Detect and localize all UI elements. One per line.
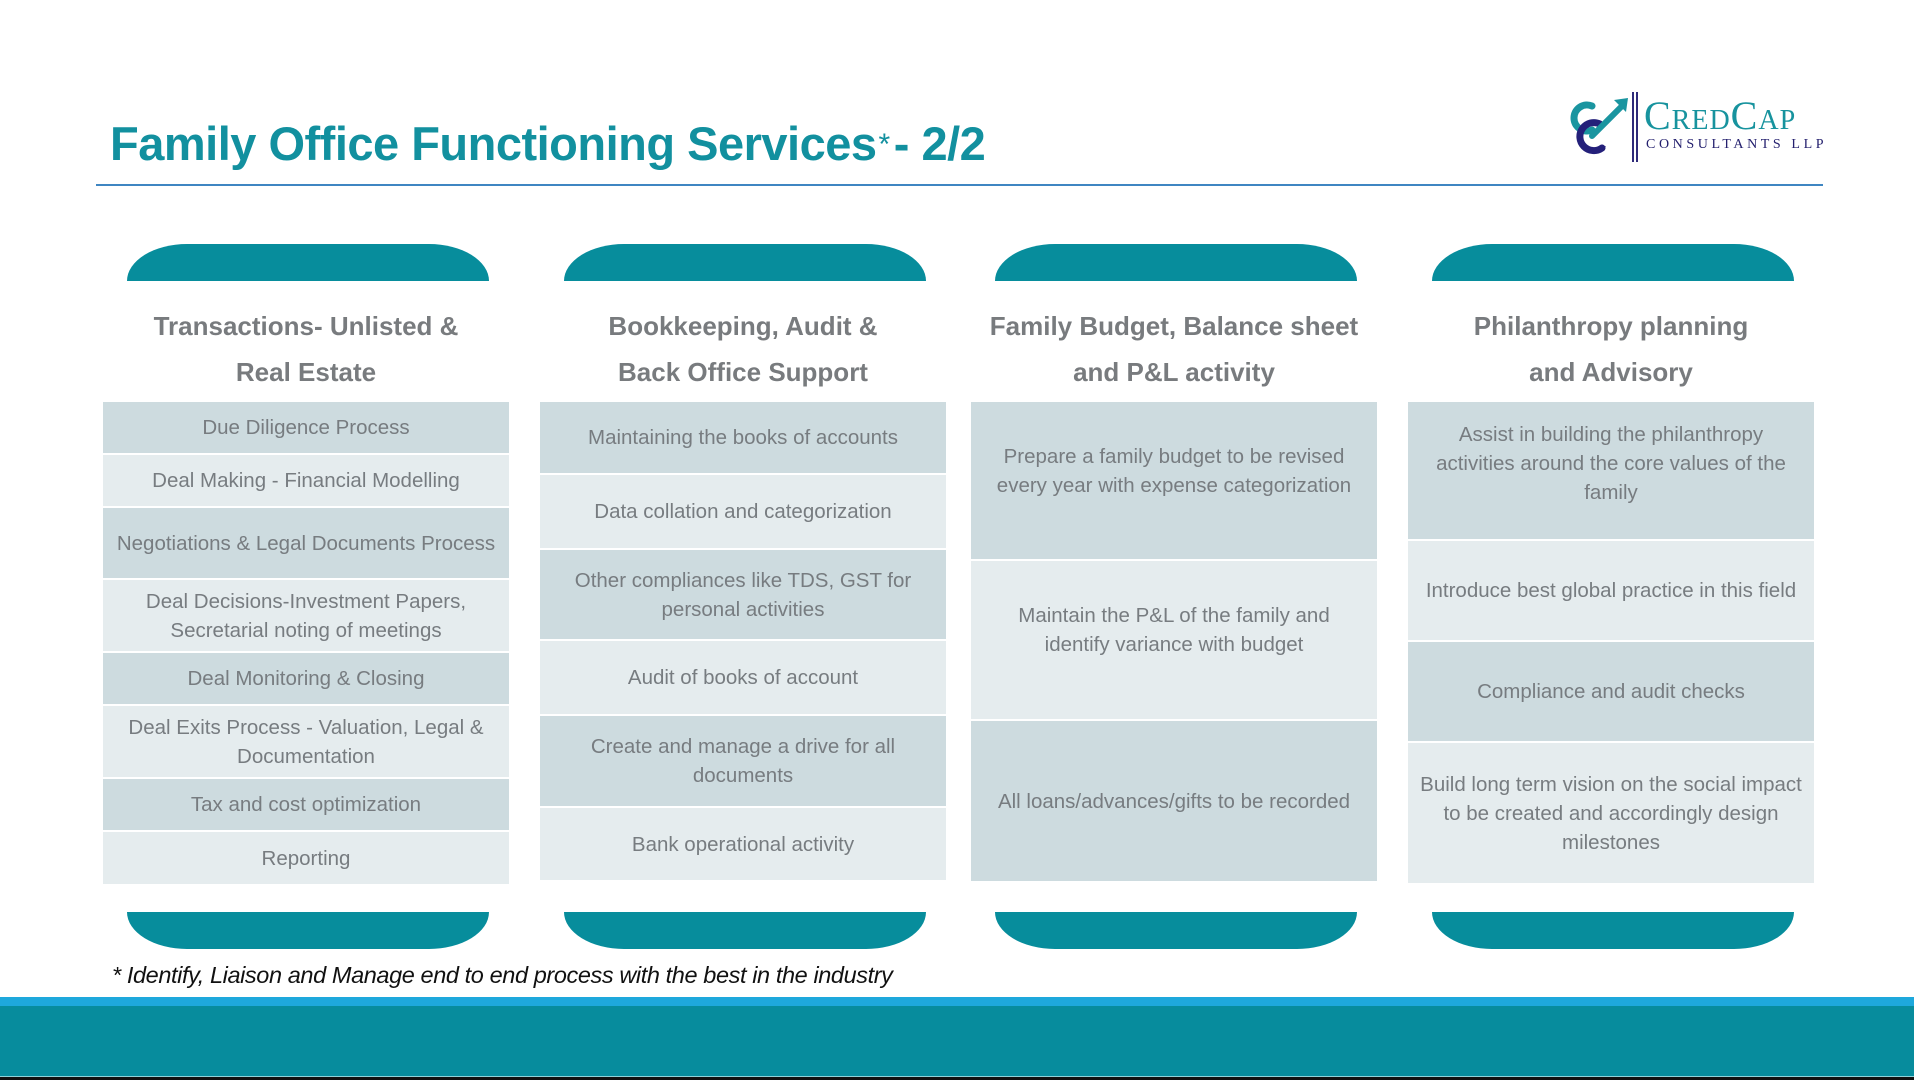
column-top-cap xyxy=(995,244,1357,281)
slide-title: Family Office Functioning Services*- 2/2 xyxy=(110,116,986,171)
list-item: Reporting xyxy=(103,832,509,884)
list-item: Deal Making - Financial Modelling xyxy=(103,455,509,506)
column-heading-line: Family Budget, Balance sheet xyxy=(989,311,1359,341)
list-item: Create and manage a drive for all docume… xyxy=(540,716,946,806)
list-item: Maintaining the books of accounts xyxy=(540,402,946,473)
column-bottom-cap xyxy=(127,912,489,949)
column-heading-line: Philanthropy planning xyxy=(1473,311,1749,341)
list-item: Tax and cost optimization xyxy=(103,779,509,830)
column-bottom-cap xyxy=(995,912,1357,949)
list-item: Prepare a family budget to be revised ev… xyxy=(971,402,1377,559)
column-bottom-cap xyxy=(1432,912,1794,949)
column-heading-line: Bookkeeping, Audit & xyxy=(608,311,878,341)
column-heading-line: and P&L activity xyxy=(1073,357,1275,387)
list-item: Bank operational activity xyxy=(540,808,946,880)
column-heading-line: Real Estate xyxy=(235,357,377,387)
footer-edge xyxy=(0,1076,1914,1077)
list-item: Assist in building the philanthropy acti… xyxy=(1408,402,1814,539)
column-heading-line: Transactions- Unlisted & xyxy=(153,311,459,341)
title-underline xyxy=(96,184,1823,186)
column-heading-line: Back Office Support xyxy=(618,357,868,387)
list-item: Due Diligence Process xyxy=(103,402,509,453)
list-item: Introduce best global practice in this f… xyxy=(1408,541,1814,640)
column-bottom-cap xyxy=(564,912,926,949)
column-top-cap xyxy=(1432,244,1794,281)
credcap-logo-mark-icon xyxy=(1570,98,1628,155)
list-item: Other compliances like TDS, GST for pers… xyxy=(540,550,946,639)
column-top-cap xyxy=(127,244,489,281)
list-item: Build long term vision on the social imp… xyxy=(1408,743,1814,883)
list-item: Compliance and audit checks xyxy=(1408,642,1814,741)
list-item: Maintain the P&L of the family and ident… xyxy=(971,561,1377,719)
column-heading: Family Budget, Balance sheet and P&L act… xyxy=(971,303,1377,395)
list-item: Deal Exits Process - Valuation, Legal & … xyxy=(103,706,509,777)
footer-stripe xyxy=(0,997,1914,1006)
service-list: Assist in building the philanthropy acti… xyxy=(1408,402,1814,885)
column-top-cap xyxy=(564,244,926,281)
logo-name: CredCap xyxy=(1644,93,1797,138)
logo-subtitle: Consultants LLP xyxy=(1646,137,1828,152)
title-asterisk: * xyxy=(878,128,891,161)
company-logo: CredCap Consultants LLP xyxy=(1568,88,1828,168)
service-list: Due Diligence Process Deal Making - Fina… xyxy=(103,402,509,886)
column-heading: Bookkeeping, Audit & Back Office Support xyxy=(540,303,946,395)
slide-title-suffix: - 2/2 xyxy=(893,117,986,170)
list-item: All loans/advances/gifts to be recorded xyxy=(971,721,1377,881)
footer-base-line xyxy=(0,1077,1914,1080)
column-heading-line: and Advisory xyxy=(1529,357,1693,387)
column-heading: Transactions- Unlisted & Real Estate xyxy=(103,303,509,395)
list-item: Deal Monitoring & Closing xyxy=(103,653,509,704)
logo-divider xyxy=(1632,92,1638,162)
column-heading: Philanthropy planning and Advisory xyxy=(1408,303,1814,395)
list-item: Data collation and categorization xyxy=(540,475,946,548)
list-item: Audit of books of account xyxy=(540,641,946,714)
service-list: Maintaining the books of accounts Data c… xyxy=(540,402,946,882)
list-item: Deal Decisions-Investment Papers, Secret… xyxy=(103,580,509,651)
footnote: * Identify, Liaison and Manage end to en… xyxy=(112,962,893,988)
list-item: Negotiations & Legal Documents Process xyxy=(103,508,509,578)
slide-title-main: Family Office Functioning Services xyxy=(110,117,877,170)
service-list: Prepare a family budget to be revised ev… xyxy=(971,402,1377,883)
footer-band xyxy=(0,1006,1914,1076)
